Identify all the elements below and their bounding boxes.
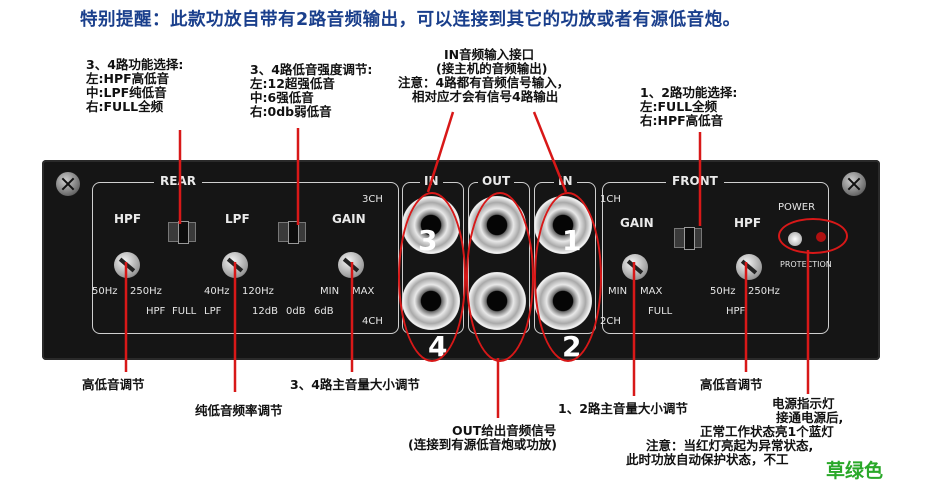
hz-label: 50Hz <box>92 286 118 297</box>
callout-gain34: 3、4路主音量大小调节 <box>290 377 420 392</box>
lpf-label: LPF <box>225 212 250 226</box>
max-label: MAX <box>640 286 663 297</box>
switch-label: HPF <box>146 306 166 317</box>
ch4-label: 4CH <box>362 316 383 327</box>
hz-label: 50Hz <box>710 286 736 297</box>
gain-rear-label: GAIN <box>332 212 366 226</box>
ch1-label: 1CH <box>600 194 621 205</box>
max-label: MAX <box>352 286 375 297</box>
hpf-front-label: HPF <box>734 216 762 230</box>
callout-lpf: 纯低音频率调节 <box>195 403 283 418</box>
switch-label: FULL <box>648 306 673 317</box>
ch3-label: 3CH <box>362 194 383 205</box>
power-label: POWER <box>778 202 816 213</box>
func34-switch[interactable] <box>168 221 196 244</box>
hpf-rear-label: HPF <box>114 212 142 226</box>
switch-label: LPF <box>204 306 222 317</box>
min-label: MIN <box>608 286 628 297</box>
out-label: OUT <box>478 174 515 188</box>
hz-label: 120Hz <box>242 286 274 297</box>
headline: 特别提醒：此款功放自带有2路音频输出，可以连接到其它的功放或者有源低音炮。 <box>80 10 741 30</box>
front-label: FRONT <box>666 174 724 188</box>
annotation-ring <box>466 192 534 362</box>
hpf-front-knob[interactable] <box>736 254 762 280</box>
hz-label: 40Hz <box>204 286 230 297</box>
callout-out: OUT给出音频信号(连接到有源低音炮或功放) <box>408 423 557 452</box>
annotation-ring <box>778 218 848 254</box>
callout-hpf-left: 高低音调节 <box>82 377 145 392</box>
watermark: 草绿色 <box>826 460 884 482</box>
db-label: 0dB <box>286 306 306 317</box>
switch-label: FULL <box>172 306 197 317</box>
min-label: MIN <box>320 286 340 297</box>
rear-label: REAR <box>154 174 202 188</box>
annotation-ring <box>534 192 602 362</box>
db-label: 6dB <box>314 306 334 317</box>
bass34-switch[interactable] <box>278 221 306 244</box>
callout-hpf-right: 高低音调节 <box>700 377 763 392</box>
db-label: 12dB <box>252 306 278 317</box>
protection-label: PROTECTION <box>780 260 832 269</box>
hz-label: 250Hz <box>748 286 780 297</box>
callout-gain12: 1、2路主音量大小调节 <box>558 401 688 416</box>
annotation-ring <box>398 192 466 362</box>
ch2-label: 2CH <box>600 316 621 327</box>
hz-label: 250Hz <box>130 286 162 297</box>
switch-label: HPF <box>726 306 746 317</box>
screw-icon <box>56 172 80 196</box>
callout-in-port: IN音频输入接口 (接主机的音频输出) 注意：4路都有音频信号输入， 相对应才会… <box>398 47 570 104</box>
callout-bass34: 3、4路低音强度调节:左:12超强低音 中:6强低音右:0db弱低音 <box>250 62 373 119</box>
screw-icon <box>842 172 866 196</box>
callout-power: 电源指示灯 接通电源后, 正常工作状态亮1个蓝灯 注意：当红灯亮起为异常状态, … <box>626 396 844 467</box>
callout-func34: 3、4路功能选择:左:HPF高低音 中:LPF纯低音右:FULL全频 <box>86 57 184 114</box>
callout-func12: 1、2路功能选择:左:FULL全频 右:HPF高低音 <box>640 85 738 128</box>
gain-front-label: GAIN <box>620 216 654 230</box>
func12-switch[interactable] <box>674 227 702 250</box>
